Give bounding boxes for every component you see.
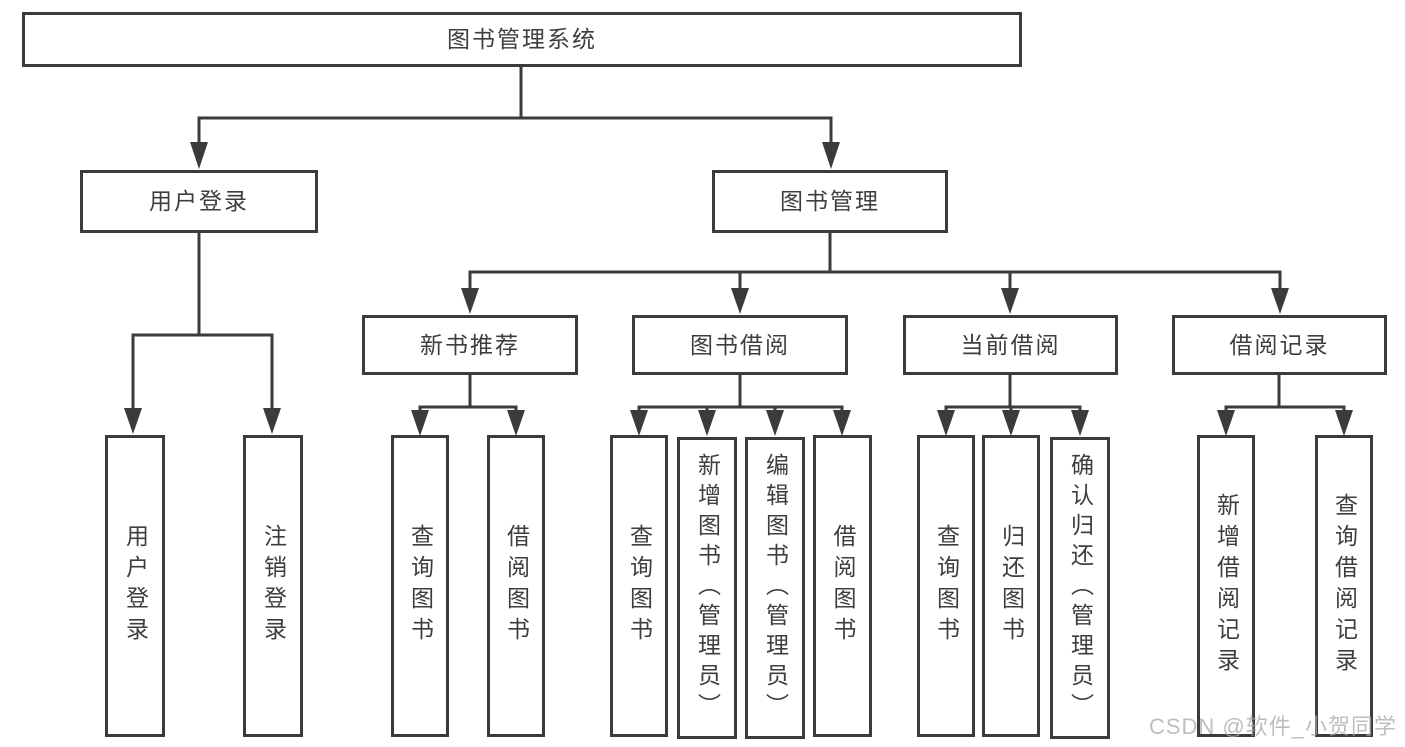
leaf-records-query-record: 查询借阅记录 [1315,435,1373,737]
arrowheads [124,142,1353,436]
node-borrow-records: 借阅记录 [1172,315,1387,375]
leaf-current-query-books: 查询图书 [917,435,975,737]
leaf-current-confirm-return-admin: 确认归还（管理员） [1050,437,1110,739]
node-current-borrow: 当前借阅 [903,315,1118,375]
node-label: 图书借阅 [690,331,790,358]
leaf-newbook-query-books: 查询图书 [391,435,449,737]
node-new-book-recommend: 新书推荐 [362,315,578,375]
leaf-borrow-borrow-books: 借阅图书 [813,435,872,737]
node-book-management: 图书管理 [712,170,948,233]
node-label: 新增图书（管理员） [694,453,721,723]
node-label: 新增借阅记录 [1213,493,1240,679]
node-book-borrow: 图书借阅 [632,315,848,375]
node-label: 归还图书 [998,524,1025,648]
leaf-user-login: 用户登录 [105,435,165,737]
leaf-borrow-add-books-admin: 新增图书（管理员） [677,437,737,739]
node-label: 图书管理 [780,188,880,214]
node-label: 查询图书 [407,524,434,648]
node-label: 借阅图书 [830,524,856,648]
node-user-login: 用户登录 [80,170,318,233]
node-label: 查询借阅记录 [1331,493,1358,679]
node-label: 用户登录 [149,188,249,214]
watermark: CSDN @软件_小贺同学 [1148,714,1397,739]
node-label: 注销登录 [260,524,287,648]
leaf-borrow-query-books: 查询图书 [610,435,668,737]
leaf-records-add-record: 新增借阅记录 [1197,435,1255,737]
node-label: 当前借阅 [960,331,1061,358]
leaf-newbook-borrow-books: 借阅图书 [487,435,545,737]
node-library-management-system: 图书管理系统 [22,12,1022,67]
node-label: 借阅图书 [503,524,530,648]
node-label: 借阅记录 [1229,331,1330,358]
node-label: 确认归还（管理员） [1067,453,1094,723]
node-label: 新书推荐 [420,331,520,358]
leaf-borrow-edit-books-admin: 编辑图书（管理员） [745,437,805,739]
node-label: 查询图书 [933,524,960,648]
node-label: 查询图书 [626,524,653,648]
node-label: 用户登录 [122,524,149,648]
leaf-current-return-books: 归还图书 [982,435,1040,737]
leaf-logout: 注销登录 [243,435,303,737]
node-label: 图书管理系统 [447,26,597,52]
node-label: 编辑图书（管理员） [762,453,789,723]
